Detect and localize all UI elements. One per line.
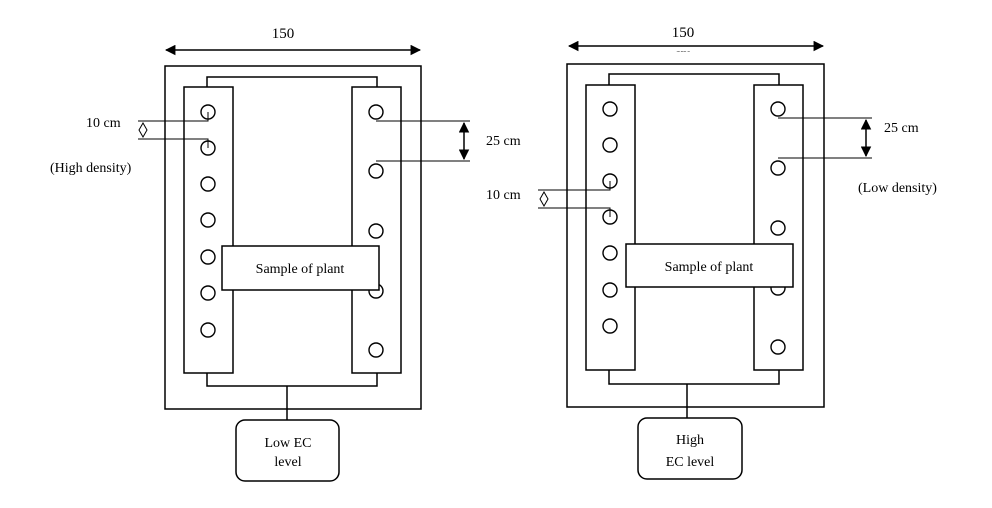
plant-hole [200,212,216,228]
left-spacing-25cm-callout: 25 cm [376,120,521,162]
plant-hole [770,101,786,117]
plant-hole [602,101,618,117]
right-width-label: 150 [672,25,695,41]
right-spacing-10cm-callout: 10 cm [486,181,611,217]
plant-hole [602,282,618,298]
right-spacing-25cm-callout: 25 cm [778,117,919,159]
leader-line [138,138,209,148]
left-nutrient-tank [235,419,340,482]
right-bottom-manifold [608,370,780,385]
plant-hole [368,342,384,358]
plant-hole [368,104,384,120]
plant-hole [770,160,786,176]
right-system: 150 cm [486,25,937,480]
left-spacing-label-10cm: 10 cm [86,116,121,131]
right-channel-right-holes [770,101,786,355]
left-tank-label-line2: level [274,455,301,470]
plant-hole [200,322,216,338]
left-sample-label: Sample of plant [256,262,345,277]
plant-hole [368,223,384,239]
right-spacing-label-25cm: 25 cm [884,121,919,136]
plant-hole [200,285,216,301]
plant-hole [200,176,216,192]
left-sample-box [221,245,380,291]
leader-line [538,181,611,191]
plant-hole [602,318,618,334]
left-channel-left-holes [200,104,216,338]
left-top-manifold [206,76,378,87]
right-sample-label: Sample of plant [665,260,754,275]
right-sample-box [625,243,794,288]
plant-hole [368,163,384,179]
unit-mask [640,52,730,60]
leader-line [138,112,209,122]
plant-hole [770,339,786,355]
left-spacing-10cm-callout: 10 cm [86,112,209,148]
left-system: 150 [50,26,521,482]
right-top-manifold [608,73,780,85]
small-double-arrow-icon [138,121,148,139]
left-bottom-manifold [206,373,378,387]
right-density-label: (Low density) [858,181,937,196]
right-tank-label-line1: High [676,433,704,448]
plant-hole [200,249,216,265]
right-nutrient-tank [637,417,743,480]
plant-hole [602,137,618,153]
plant-hole [602,245,618,261]
right-spacing-label-10cm: 10 cm [486,188,521,203]
left-tank-label-line1: Low EC [264,436,311,451]
left-width-label: 150 [272,26,295,42]
left-spacing-label-25cm: 25 cm [486,134,521,149]
right-tank-label-line2: EC level [666,455,715,470]
plant-hole [770,220,786,236]
leader-line [538,207,611,217]
left-density-label: (High density) [50,161,132,176]
small-double-arrow-icon [539,190,549,208]
